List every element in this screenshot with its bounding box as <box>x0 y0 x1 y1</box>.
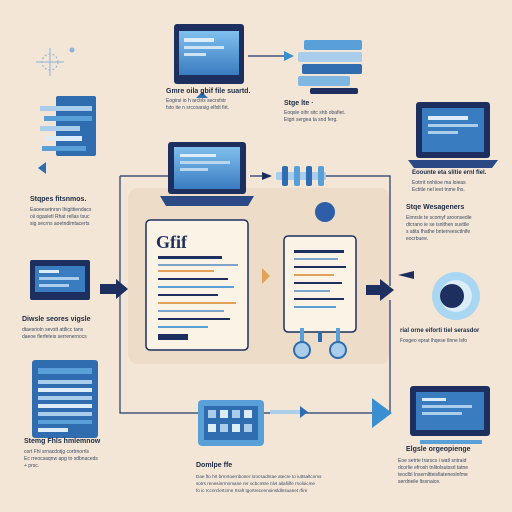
left-section-1-line-1: Eaoeesetnrsn Ihigittiendacs <box>30 207 92 213</box>
bottom-right-title: Elgsle orgeopienge <box>406 446 471 453</box>
right-section-1-line-2: Ectitle nel ieet tnme lhs. <box>412 187 465 193</box>
document-icon <box>145 219 249 351</box>
bottom-left-title: Stemg Fhls hmlemnow <box>24 438 101 445</box>
laptop-icon-right <box>408 102 498 168</box>
arrow-bottom-right <box>372 398 392 428</box>
bottom-left-line-2: Ec rreocsaqnw apg to sdbnaceds <box>24 456 98 462</box>
node-dot <box>315 202 335 222</box>
bottom-right-line-3: teoclbl Insernltteisfiateneslnfme <box>398 472 468 478</box>
bottom-right-line-4: serdrieile ltssnaice. <box>398 479 441 485</box>
key-icon <box>293 328 347 359</box>
browser-window-icon <box>174 24 244 84</box>
right-section-3-line-1: Fosgeo eprat lhqese tlnne lsfo <box>400 338 467 344</box>
bottom-center-line-2: sotrs renesinrmnmane rer ocbcmtre nlvt a… <box>196 481 315 486</box>
bottom-data-grid-icon <box>32 360 98 438</box>
top-center-title: Gmre oila gbif file suartd. <box>166 88 251 95</box>
monitor-icon <box>410 386 490 444</box>
left-section-1-title: Stqpes fitsnmos. <box>30 196 87 203</box>
right-section-2-line-1: Eimrsle te scomyf aroonsedle <box>406 215 472 221</box>
left-section-1-line-3: sig secrns aoetndimtacerts <box>30 221 90 227</box>
funnel-icon <box>38 96 96 174</box>
arrow-globe <box>398 271 414 279</box>
pipeline-icon <box>276 166 326 186</box>
laptop-icon <box>160 142 254 206</box>
arrow-small-orange <box>262 268 270 284</box>
arrow-laptop <box>262 172 272 180</box>
secondary-document-icon <box>283 235 357 333</box>
right-section-1-title: Eoounte eta slitie ernl flel. <box>412 170 487 176</box>
right-section-3-title: rial orne eiforti tiel serasdor <box>400 328 480 334</box>
globe-icon <box>432 272 480 320</box>
chip-board-icon <box>198 400 308 446</box>
bottom-right-line-2: dcorlie efrosh tnlitolsutssrl tatne <box>398 465 469 471</box>
right-section-1-line-1: Eotrrit nnhiioe ma loieas <box>412 180 466 186</box>
right-section-2-title: Stqe Wesageners <box>406 204 465 211</box>
top-right-title: Stge lte · <box>284 100 314 107</box>
top-right-line-2: Etgrt sergea ta snd ferg. <box>284 117 338 123</box>
bottom-left-line-3: + prsc. <box>24 463 40 469</box>
right-section-2-line-3: s atita fhathe bnterreesctlnlfe <box>406 229 471 235</box>
bottom-left-line-1: cort Fhl srnacdotjg cortrnorrls <box>24 449 90 455</box>
arrow-top <box>284 51 294 61</box>
bottom-center-title: Domlpe ffe <box>196 462 233 469</box>
left-section-1-line-2: oii ogasietl Rhat rellas tsuc <box>30 214 90 220</box>
right-section-2-line-2: dtcrano ie se isnlthen suvttle <box>406 222 470 228</box>
data-grid-icon <box>30 260 90 300</box>
bottom-right-line-1: Eoe setrte trarscs i watl sntraid <box>398 458 467 464</box>
top-right-line-1: Eoqsle oihr sitc shb obafiet. <box>284 110 346 116</box>
arrow-up-small <box>196 92 208 98</box>
bottom-center-line-3: fo ic rccnrclertcmn Sraft tgortrecennoin… <box>196 488 308 493</box>
top-center-line-2: fsto ite n srccoarsig elfxlt firt. <box>166 105 230 111</box>
server-stack-icon <box>298 40 362 94</box>
document-heading: Gfif <box>156 232 187 252</box>
arrow-left-center <box>100 279 128 299</box>
arrows <box>100 51 414 428</box>
top-center-line-1: Eogirsi io h arctrls secrsfstr <box>166 98 227 104</box>
sparkle-icon <box>36 47 75 76</box>
left-section-2-line-2: daeoe flerfeteis serrenernocs <box>22 334 87 340</box>
arrow-right-center <box>366 279 394 301</box>
right-section-2-line-4: eocrbuee. <box>406 236 429 242</box>
left-section-2-line-1: dtaesrioln sevstt attlicc tans <box>22 327 84 333</box>
bottom-center-line-1: Dae fto hrt brmrtoernboner srocsadntae a… <box>196 474 322 479</box>
left-section-2-title: Diwsle seores vigsle <box>22 316 91 323</box>
